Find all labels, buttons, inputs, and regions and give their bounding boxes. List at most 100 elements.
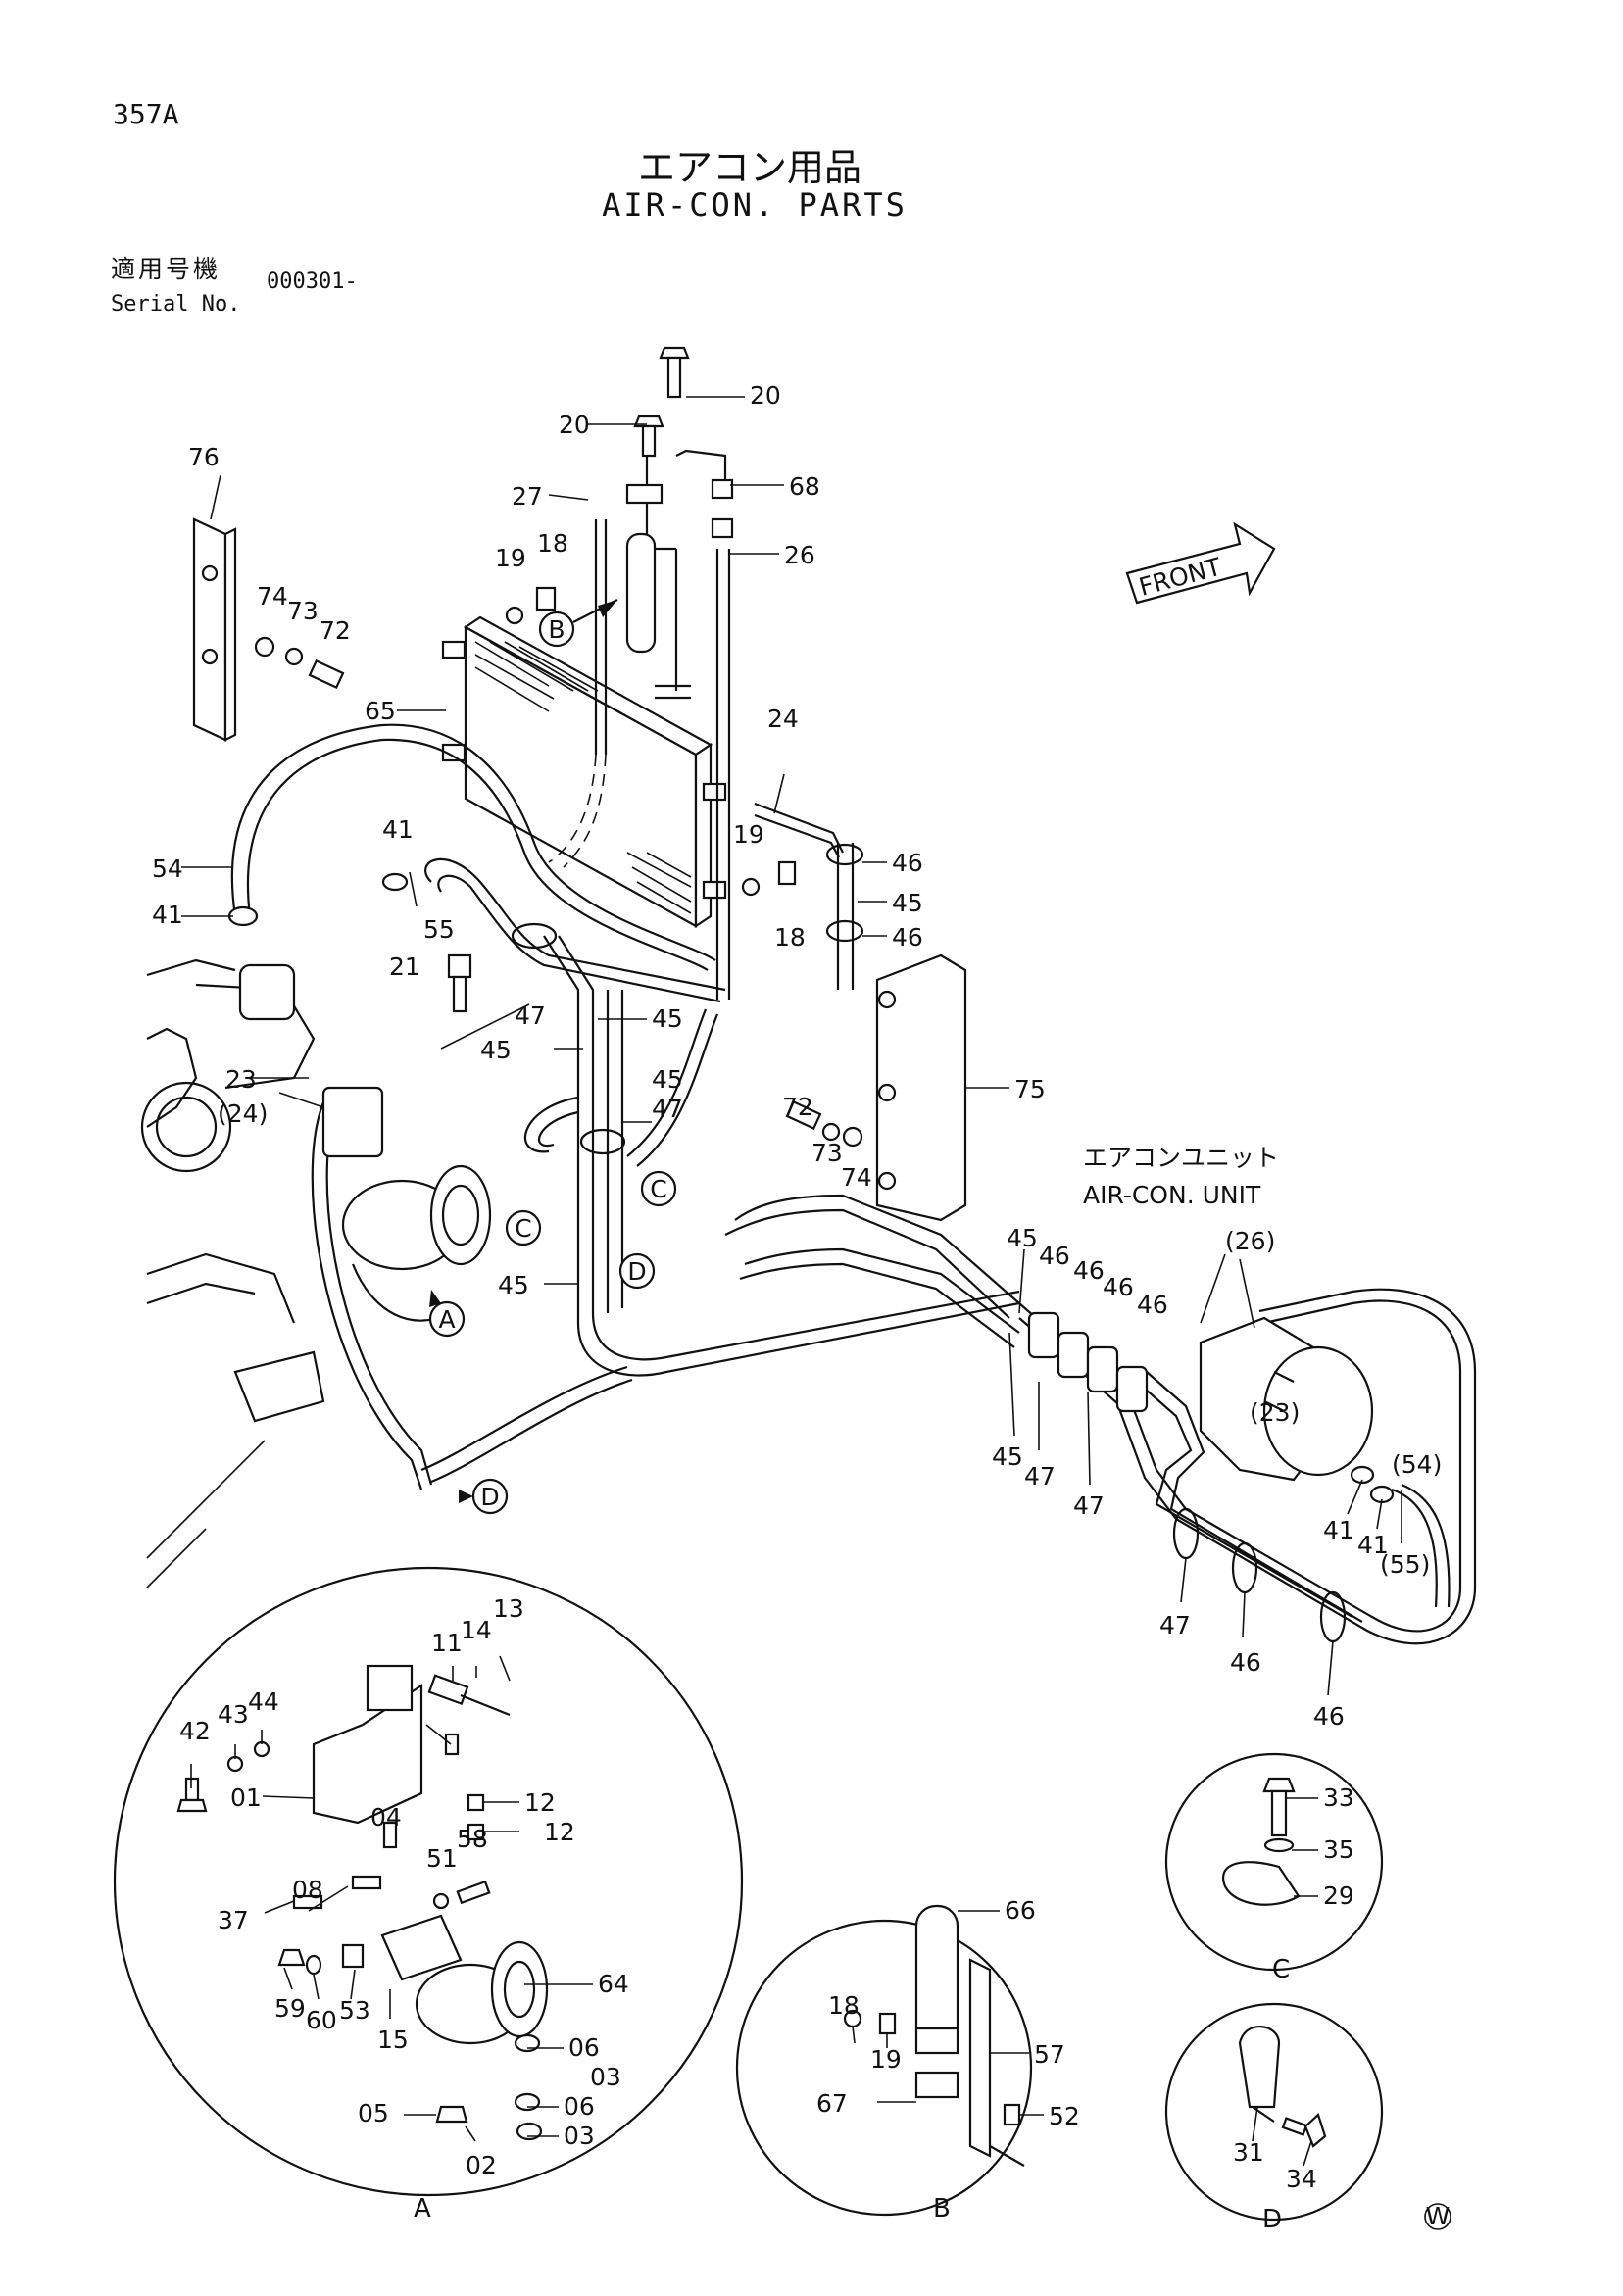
label-12b: 12 [544,1818,575,1846]
label-05: 05 [358,2099,389,2127]
label-19a: 19 [495,544,526,572]
label-34: 34 [1286,2165,1317,2193]
label-75: 75 [1014,1075,1046,1103]
label-60: 60 [306,2006,337,2034]
label-54: 54 [152,855,183,883]
marker-b-text: B [548,615,565,644]
marker-d-text-2: D [480,1483,499,1511]
label-42: 42 [179,1717,211,1745]
label-45e: 45 [498,1271,529,1299]
marker-d-text-1: D [627,1257,646,1286]
label-46b: 46 [892,923,923,952]
label-35: 35 [1323,1835,1354,1864]
detail-circle-a [113,1566,744,2197]
label-58: 58 [457,1825,488,1853]
label-20a: 20 [750,381,781,410]
front-arrow-icon: FRONT [1125,521,1276,605]
label-31: 31 [1233,2138,1264,2167]
label-23a: 23 [225,1065,257,1094]
label-55: 55 [423,915,455,944]
label-66: 66 [1005,1896,1036,1925]
label-08: 08 [292,1876,323,1904]
engine-drawing [140,958,492,1588]
receiver-drier-drawing [625,446,727,700]
label-26: 26 [784,541,815,569]
label-47e: 47 [1159,1611,1191,1639]
label-41d: 41 [1357,1531,1389,1559]
aircon-unit-label-jp: エアコンユニット [1083,1144,1279,1172]
label-45f: 45 [1007,1224,1038,1252]
marker-c-text-1: C [515,1214,531,1243]
detail-circle-c [1164,1752,1384,1972]
label-20b: 20 [559,411,590,439]
label-46e: 46 [1103,1273,1134,1301]
label-46f: 46 [1137,1291,1168,1319]
label-74a: 74 [257,582,288,611]
label-02: 02 [466,2151,497,2179]
condenser-drawing [441,615,727,929]
aircon-unit-label-en: AIR-CON. UNIT [1083,1181,1261,1209]
label-64: 64 [598,1970,629,1998]
label-67: 67 [816,2089,848,2118]
detail-circle-d [1164,2002,1384,2222]
hardware-icons [227,346,1395,1504]
label-73b: 73 [812,1139,843,1167]
label-72a: 72 [320,616,351,645]
label-21: 21 [389,953,420,981]
label-76: 76 [188,443,220,471]
part-labels: 20 20 68 27 26 76 19 18 74 73 72 65 24 4… [152,381,1442,2234]
label-24: 24 [767,705,799,733]
watermark-mark: W [1426,2202,1451,2230]
label-45a: 45 [892,889,923,917]
label-47b: 47 [652,1095,683,1123]
page-title-en: AIR-CON. PARTS [602,186,908,223]
label-73a: 73 [287,597,319,625]
label-03b: 03 [564,2122,595,2150]
detail-circle-b [735,1904,1033,2217]
serial-label-jp: 適用号機 [111,255,221,283]
label-18a: 18 [537,529,568,558]
label-13: 13 [493,1594,524,1623]
label-15: 15 [377,2026,409,2054]
label-44: 44 [248,1687,279,1716]
bracket-drawings [192,517,967,1222]
serial-number-value: 000301- [267,269,358,294]
label-46h: 46 [1313,1702,1345,1731]
label-01: 01 [230,1783,262,1812]
label-43: 43 [218,1700,249,1729]
label-11: 11 [431,1629,463,1657]
label-29: 29 [1323,1881,1354,1910]
label-45g: 45 [992,1442,1023,1471]
label-06b: 06 [564,2092,595,2121]
label-14: 14 [461,1616,492,1644]
aircon-unit-drawing [1199,1316,1374,1482]
marker-b [538,611,575,648]
label-41c: 41 [1323,1516,1354,1544]
label-41a: 41 [152,901,183,929]
label-74b: 74 [841,1163,872,1192]
label-33: 33 [1323,1783,1354,1812]
hose-routing [230,519,1477,1645]
label-51: 51 [426,1844,458,1873]
marker-c-text-2: C [650,1175,666,1203]
label-23p: (23) [1250,1398,1300,1427]
label-19c: 19 [870,2045,902,2074]
label-37: 37 [218,1906,249,1934]
label-72b: 72 [782,1093,813,1121]
label-46g: 46 [1230,1648,1261,1677]
label-26p: (26) [1225,1227,1275,1255]
label-41b: 41 [382,815,414,844]
label-59: 59 [274,1994,306,2023]
leader-lines [181,396,1402,2167]
reference-markers: B A C C D D [428,599,677,1515]
label-47c: 47 [1024,1462,1056,1490]
label-45b: 45 [652,1004,683,1033]
label-54p: (54) [1392,1450,1442,1479]
label-47d: 47 [1073,1491,1105,1520]
label-45d: 45 [652,1065,683,1094]
page-title-jp: エアコン用品 [637,146,861,189]
label-19b: 19 [733,820,764,849]
label-45c: 45 [480,1036,512,1064]
label-18b: 18 [774,923,806,952]
detail-d-caption: D [1262,2205,1282,2234]
